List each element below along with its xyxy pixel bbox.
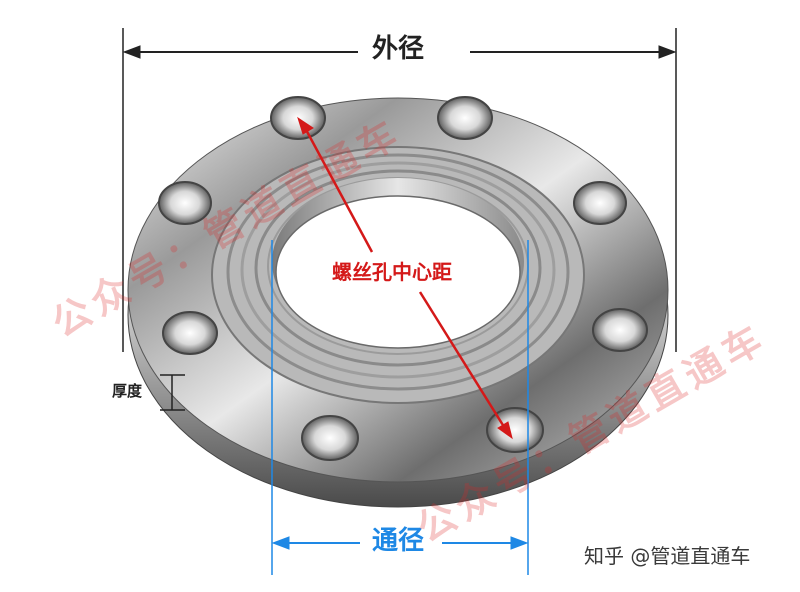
outer-diameter-label: 外径 [366, 36, 431, 62]
bore-diameter-dimension [271, 240, 529, 575]
site-watermark: 知乎 @管道直通车 [584, 544, 751, 568]
bolt-hole [162, 311, 218, 355]
bolt-hole [486, 407, 544, 453]
bolt-hole [437, 96, 493, 140]
bolt-hole [158, 181, 212, 225]
bolt-hole [573, 181, 627, 225]
bore-opening [275, 195, 521, 349]
outer-diameter-dimension [122, 28, 677, 352]
groove-ring-3 [254, 169, 542, 367]
thickness-dimension [160, 374, 185, 411]
bolt-center-dimension [297, 116, 513, 440]
groove-ring-1 [226, 153, 570, 391]
bolt-hole [592, 308, 648, 352]
bolt-center-distance-label: 螺丝孔中心距 [332, 260, 452, 284]
bore-diameter-label: 通径 [368, 528, 429, 554]
bolt-hole [301, 415, 359, 461]
thickness-label: 厚度 [112, 382, 143, 400]
bolt-holes [158, 96, 648, 461]
groove-ring-2 [240, 161, 556, 379]
